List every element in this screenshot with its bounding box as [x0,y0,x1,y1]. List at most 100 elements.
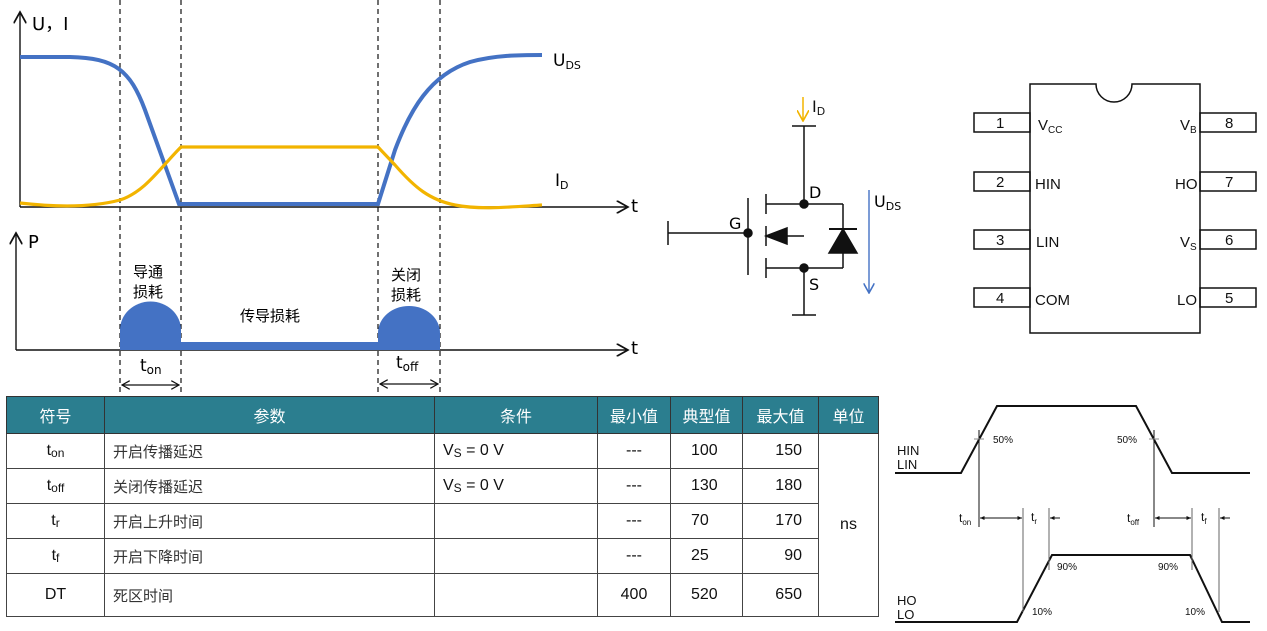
table-header-row: 符号 参数 条件 最小值 典型值 最大值 单位 [6,396,879,434]
symbol-cell: ton [6,433,105,469]
spec-table: 符号 参数 条件 最小值 典型值 最大值 单位 ton 开启传播延迟 VS = … [6,396,879,617]
pin-3-number: 3 [996,232,1004,249]
p-time-label: t [631,338,638,359]
typ-cell: 520 [670,573,743,617]
pin-8-name: VB [1180,117,1197,136]
out-rise-90-label: 90% [1057,562,1077,573]
condition-cell: VS = 0 V [434,433,598,469]
lo-label: LO [897,607,914,622]
turn-on-loss-label-1: 导通 [133,263,163,281]
gate-label: G [729,214,741,233]
symbol-cell: tf [6,538,105,574]
max-cell: 170 [742,503,819,539]
symbol-cell: toff [6,468,105,504]
condition-cell [434,573,598,617]
header-parameter: 参数 [104,396,435,434]
id-curve [19,145,543,210]
min-cell: 400 [597,573,671,617]
ton-label: ton [140,356,162,377]
parameter-cell: 死区时间 [104,573,435,617]
pin-6-number: 6 [1225,232,1233,249]
table-row: tr 开启上升时间 --- 70 170 [6,503,879,539]
turn-off-loss-shape [378,306,440,350]
in-rise-50-label: 50% [993,435,1013,446]
timing-tf-label: tf [1201,510,1207,526]
p-axis-label: P [28,232,39,253]
min-cell: --- [597,503,671,539]
table-row: tf 开启下降时间 --- 25 90 [6,538,879,574]
pin-3-name: LIN [1036,234,1059,251]
pin-1-number: 1 [996,115,1004,132]
turn-on-loss-label-2: 损耗 [133,283,163,301]
switching-waveform: U，I t UDS ID P t 导通 损耗 传导损耗 关闭 损耗 ton to… [16,0,638,395]
pin-5 [1199,287,1257,308]
max-cell: 650 [742,573,819,617]
drain-current-label: ID [812,97,825,118]
pin-4 [973,287,1031,308]
turn-on-loss-shape [120,301,181,350]
input-waveform [895,405,1250,474]
gate-node [743,228,753,238]
pin-4-number: 4 [996,290,1004,307]
min-cell: --- [597,433,671,469]
pin-1-name: VCC [1038,117,1062,136]
parameter-cell: 开启传播延迟 [104,433,435,469]
in-fall-50-label: 50% [1117,435,1137,446]
pin-8-number: 8 [1225,115,1233,132]
table-row: ton 开启传播延迟 VS = 0 V --- 100 150 ns [6,433,879,617]
typ-cell: 25 [670,538,743,574]
table-row: toff 关闭传播延迟 VS = 0 V --- 130 180 [6,468,879,504]
output-waveform [895,554,1250,623]
conduction-loss-bar [181,342,378,350]
drain-node [799,199,809,209]
pin-5-name: LO [1177,292,1197,309]
max-cell: 90 [742,538,819,574]
source-node [799,263,809,273]
typ-cell: 130 [670,468,743,504]
conduction-loss-label: 传导损耗 [240,307,300,325]
turn-off-loss-label-1: 关闭 [391,266,421,284]
lin-label: LIN [897,457,917,472]
parameter-cell: 关闭传播延迟 [104,468,435,504]
body-diode-icon [827,227,859,254]
out-fall-90-label: 90% [1158,562,1178,573]
max-cell: 180 [742,468,819,504]
parameter-cell: 开启下降时间 [104,538,435,574]
uds-curve [20,53,543,206]
pin-2-number: 2 [996,174,1004,191]
pin-2 [973,171,1031,192]
pin-6 [1199,229,1257,250]
pin-3 [973,229,1031,250]
header-min: 最小值 [597,396,671,434]
pin-2-name: HIN [1035,176,1061,193]
body-arrow-icon [763,226,788,246]
header-symbol: 符号 [6,396,105,434]
ic-body [1029,83,1201,334]
table-row: DT 死区时间 400 520 650 [6,573,879,617]
condition-cell [434,538,598,574]
unit-cell: ns [818,433,879,617]
hin-label: HIN [897,443,919,458]
pin-6-name: VS [1180,234,1197,253]
turn-off-loss-label-2: 损耗 [391,286,421,304]
timing-toff-label: toff [1127,511,1140,527]
header-max: 最大值 [742,396,819,434]
ic-pinout [973,83,1257,334]
min-cell: --- [597,538,671,574]
ui-time-label: t [631,196,638,217]
ui-axis-label: U，I [32,14,68,35]
symbol-cell: DT [6,573,105,617]
uds-label: UDS [553,51,581,72]
header-condition: 条件 [434,396,598,434]
mosfet-symbol [667,97,869,316]
condition-cell: VS = 0 V [434,468,598,504]
parameter-cell: 开启上升时间 [104,503,435,539]
min-cell: --- [597,468,671,504]
pin-8 [1199,112,1257,133]
typ-cell: 100 [670,433,743,469]
ho-label: HO [897,593,917,608]
typ-cell: 70 [670,503,743,539]
pin-1 [973,112,1031,133]
header-unit: 单位 [818,396,879,434]
